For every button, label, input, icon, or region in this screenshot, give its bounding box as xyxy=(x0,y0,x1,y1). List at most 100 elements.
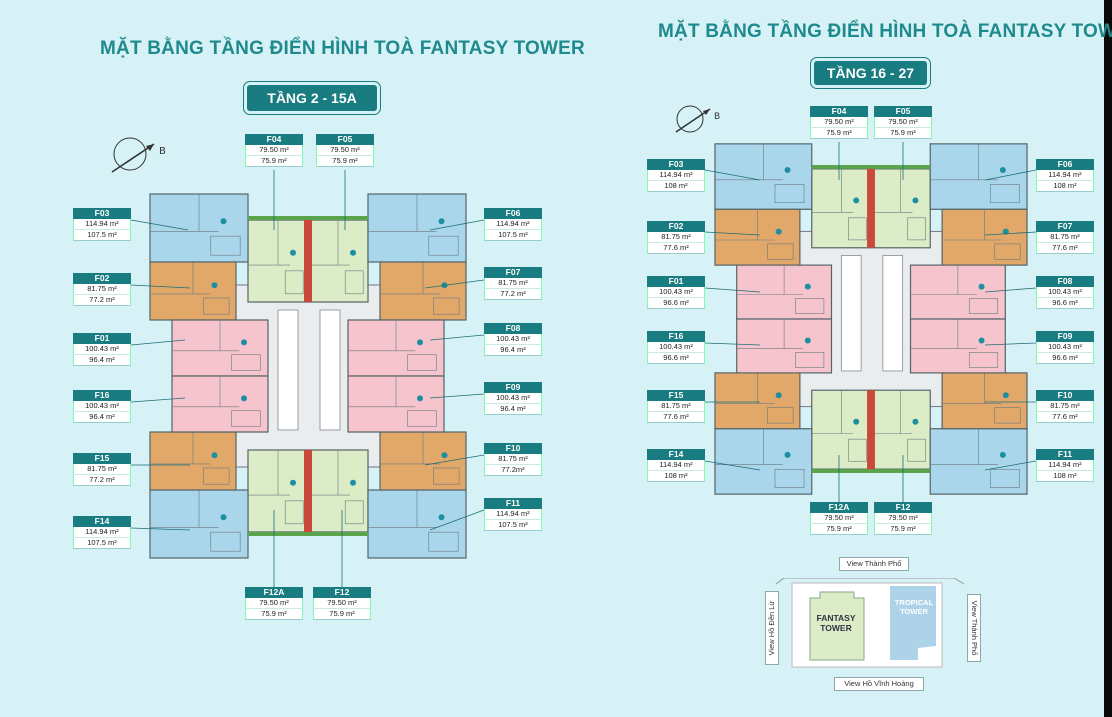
right-compass-icon: B xyxy=(675,105,720,133)
unit-marker xyxy=(775,228,782,235)
right-floor-badge: TẦNG 16 - 27 xyxy=(814,61,927,85)
leader-line xyxy=(704,287,761,293)
site-plan: FANTASY TOWER TROPICAL TOWER xyxy=(770,578,970,676)
unit-marker xyxy=(350,249,356,256)
unit-marker xyxy=(211,452,218,459)
leader-line xyxy=(424,454,485,466)
view-left-label: View Hồ Đền Lừ xyxy=(765,591,779,665)
leader-line xyxy=(984,169,1037,181)
unit-marker xyxy=(350,479,356,486)
unit-marker xyxy=(978,337,985,344)
unit-marker xyxy=(804,283,811,290)
balcony xyxy=(248,216,368,220)
leader-line xyxy=(130,339,186,346)
unit-marker xyxy=(999,451,1006,458)
unit-marker xyxy=(853,197,860,204)
unit-marker xyxy=(912,418,919,425)
leader-line xyxy=(984,460,1037,471)
leader-line xyxy=(424,279,485,289)
unit-marker xyxy=(220,514,227,521)
unit-marker xyxy=(417,339,423,346)
unit-marker xyxy=(290,249,296,256)
unit-marker xyxy=(1002,228,1009,235)
balcony xyxy=(811,469,931,473)
unit-marker xyxy=(775,392,782,399)
leader-line xyxy=(130,284,191,289)
stair xyxy=(319,309,341,431)
left-title: MẶT BẰNG TẦNG ĐIỂN HÌNH TOÀ FANTASY TOWE… xyxy=(100,38,585,59)
balcony xyxy=(248,532,368,536)
shaft xyxy=(867,168,875,248)
unit-marker xyxy=(1002,392,1009,399)
leader-line xyxy=(704,169,761,181)
shaft xyxy=(304,220,312,302)
leader-line xyxy=(704,231,761,236)
leader-line xyxy=(130,527,191,531)
unit-marker xyxy=(853,418,860,425)
leader-line xyxy=(704,460,761,471)
unit-marker xyxy=(417,395,423,402)
unit-marker xyxy=(211,282,218,289)
unit-marker xyxy=(220,218,227,225)
leader-line xyxy=(429,334,485,341)
shaft xyxy=(304,450,312,532)
unit-marker xyxy=(290,479,296,486)
left-compass-icon: B xyxy=(111,137,166,173)
shaft xyxy=(867,390,875,470)
unit-marker xyxy=(804,337,811,344)
leader-line xyxy=(429,393,485,399)
compass-letter: B xyxy=(159,146,166,157)
stair xyxy=(882,255,904,372)
site-neighbor-label: TROPICAL TOWER xyxy=(894,598,934,616)
left-floor-plan xyxy=(149,193,467,559)
leader-line xyxy=(429,219,485,231)
right-title: MẶT BẰNG TẦNG ĐIỂN HÌNH TOÀ FANTASY TOWE… xyxy=(658,21,1112,42)
unit-marker xyxy=(441,452,448,459)
unit-marker xyxy=(438,514,445,521)
stair xyxy=(840,255,862,372)
leader-line xyxy=(130,219,189,231)
unit-marker xyxy=(912,197,919,204)
leader-line xyxy=(984,342,1037,346)
unit-marker xyxy=(978,283,985,290)
unit-marker xyxy=(241,339,247,346)
stair xyxy=(277,309,299,431)
leader-line xyxy=(984,287,1037,293)
leader-line xyxy=(984,231,1037,236)
unit-marker xyxy=(241,395,247,402)
site-building-label: FANTASY TOWER xyxy=(816,613,856,633)
view-right-label: View Thành Phố xyxy=(967,594,981,662)
unit-marker xyxy=(784,451,791,458)
view-bottom-label: View Hồ Vĩnh Hoàng xyxy=(834,677,924,691)
view-top-label: View Thành Phố xyxy=(839,557,909,571)
